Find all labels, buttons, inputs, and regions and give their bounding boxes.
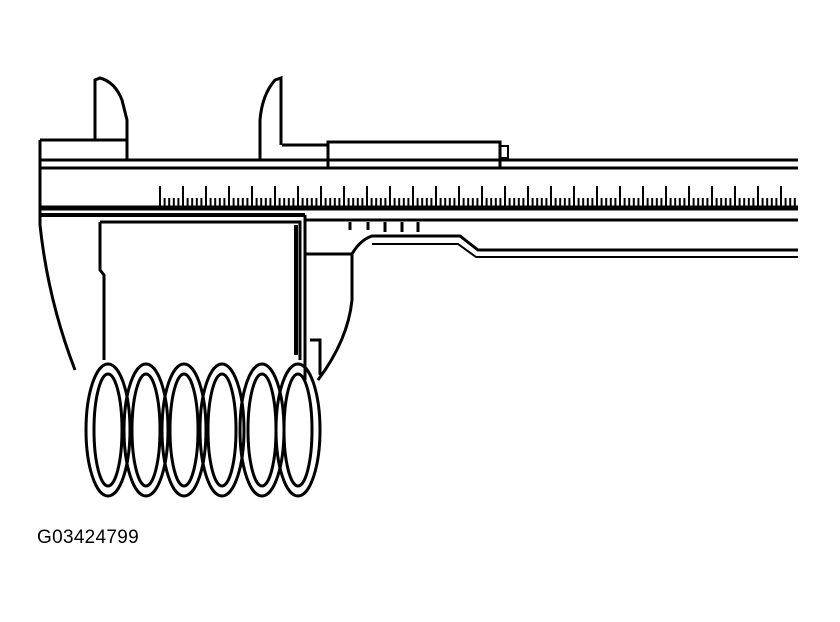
vernier-slider — [303, 215, 798, 381]
spring-coil — [274, 362, 322, 498]
lock-screw — [499, 145, 509, 159]
spring-coil — [130, 372, 162, 488]
figure-label: G03424799 — [37, 527, 140, 548]
fixed-upper-jaw — [93, 76, 129, 160]
spring-coil — [122, 362, 170, 498]
spring-coil — [168, 372, 200, 488]
spring-coil — [160, 362, 208, 498]
spring-coil — [246, 372, 278, 488]
slider-lock — [326, 140, 502, 170]
vernier-ticks — [348, 222, 420, 232]
spring-coil — [206, 372, 238, 488]
fixed-lower-jaw — [38, 220, 322, 375]
main-scale-ticks — [159, 186, 796, 206]
spring-coil — [84, 362, 132, 498]
spring-coil — [92, 372, 124, 488]
main-beam — [38, 138, 798, 225]
movable-upper-jaw — [258, 75, 283, 160]
spring-coil — [282, 372, 314, 488]
coil-spring — [84, 362, 322, 498]
spring-coil — [198, 362, 246, 498]
